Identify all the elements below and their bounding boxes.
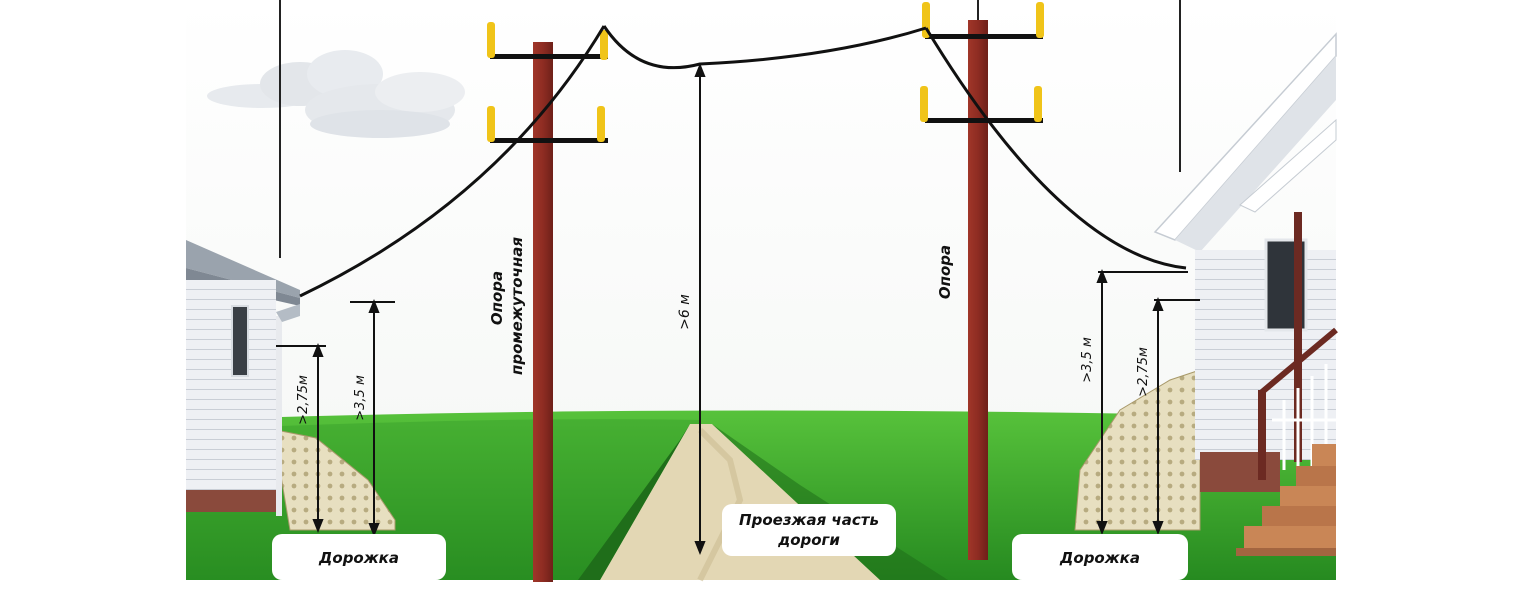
path-label-left-text: Дорожка (318, 549, 399, 567)
intermediate-pole-label: Опора (488, 271, 506, 325)
pole-label: Опора (936, 245, 954, 299)
insulator (487, 106, 495, 142)
intermediate-pole (487, 22, 608, 582)
insulator (1034, 86, 1042, 122)
left-wall-height-label: >2,75м (296, 375, 311, 425)
wire-right-entry (924, 27, 1187, 270)
insulator (920, 86, 928, 122)
right-house (1153, 32, 1338, 556)
insulator (487, 22, 495, 58)
path-label-right-text: Дорожка (1059, 549, 1140, 567)
left-entry-height-label: >3,5 м (353, 375, 368, 421)
power-wires (299, 25, 1187, 298)
road-label: Проезжая часть дороги (722, 504, 896, 556)
insulator (600, 30, 608, 60)
pole (920, 2, 1044, 560)
left-house (186, 240, 300, 516)
insulator (597, 106, 605, 142)
span-height-label: >6 м (677, 294, 693, 330)
road-label-line2: дороги (777, 531, 840, 549)
path-label-left: Дорожка (272, 534, 446, 580)
left-house-window (231, 305, 249, 377)
right-wall-height-label: >2,75м (1136, 347, 1151, 397)
path-label-right: Дорожка (1012, 534, 1188, 580)
insulator (1036, 2, 1044, 38)
road-label-line1: Проезжая часть (739, 511, 879, 529)
dimensions (276, 63, 1200, 555)
wire-span (602, 25, 927, 70)
wire-left-entry (299, 25, 606, 298)
intermediate-pole-label-2: промежуточная (508, 237, 526, 375)
porch-steps (1236, 444, 1336, 556)
right-entry-height-label: >3,5 м (1080, 337, 1095, 383)
